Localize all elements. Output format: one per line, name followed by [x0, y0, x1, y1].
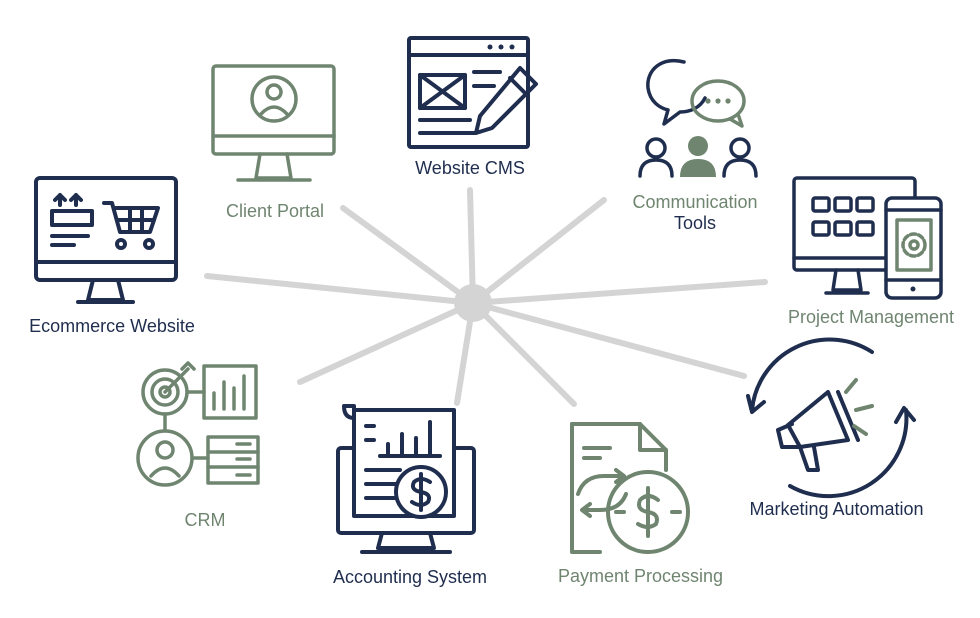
- spoke-communication-tools: [470, 197, 607, 306]
- monitor-phone-gear-icon: [792, 176, 943, 300]
- spoke-payment-processing: [470, 300, 577, 407]
- spoke-ecommerce-website: [204, 273, 476, 306]
- monitor-invoice-dollar-icon: [336, 404, 476, 554]
- spoke-marketing-automation: [470, 300, 747, 379]
- label-ecommerce-website: Ecommerce Website: [29, 316, 195, 336]
- label-website-cms: Website CMS: [415, 158, 525, 178]
- central-hub: [454, 284, 492, 322]
- browser-pencil-icon: [407, 36, 538, 149]
- target-chart-user-icon: [136, 361, 260, 487]
- label-payment-processing: Payment Processing: [557, 566, 724, 586]
- label-client-portal: Client Portal: [225, 201, 325, 221]
- chat-people-icon: [638, 58, 758, 178]
- document-dollar-icon: [570, 422, 690, 554]
- label-project-management: Project Management: [787, 307, 955, 327]
- spoke-project-management: [470, 279, 768, 306]
- label-accounting-system: Accounting System: [332, 567, 488, 587]
- label-marketing-automation: Marketing Automation: [749, 499, 924, 519]
- spoke-client-portal: [340, 205, 476, 306]
- megaphone-cycle-icon: [746, 337, 916, 499]
- label-communication-tools: Communication Tools: [620, 192, 770, 234]
- label-communication-tools-line1: Communication: [632, 192, 758, 212]
- label-communication-tools-line2: Tools: [673, 213, 717, 233]
- monitor-cart-icon: [34, 176, 178, 304]
- label-crm: CRM: [184, 510, 226, 530]
- spokes: [204, 187, 768, 407]
- monitor-user-icon: [211, 64, 336, 182]
- spoke-crm: [297, 300, 476, 385]
